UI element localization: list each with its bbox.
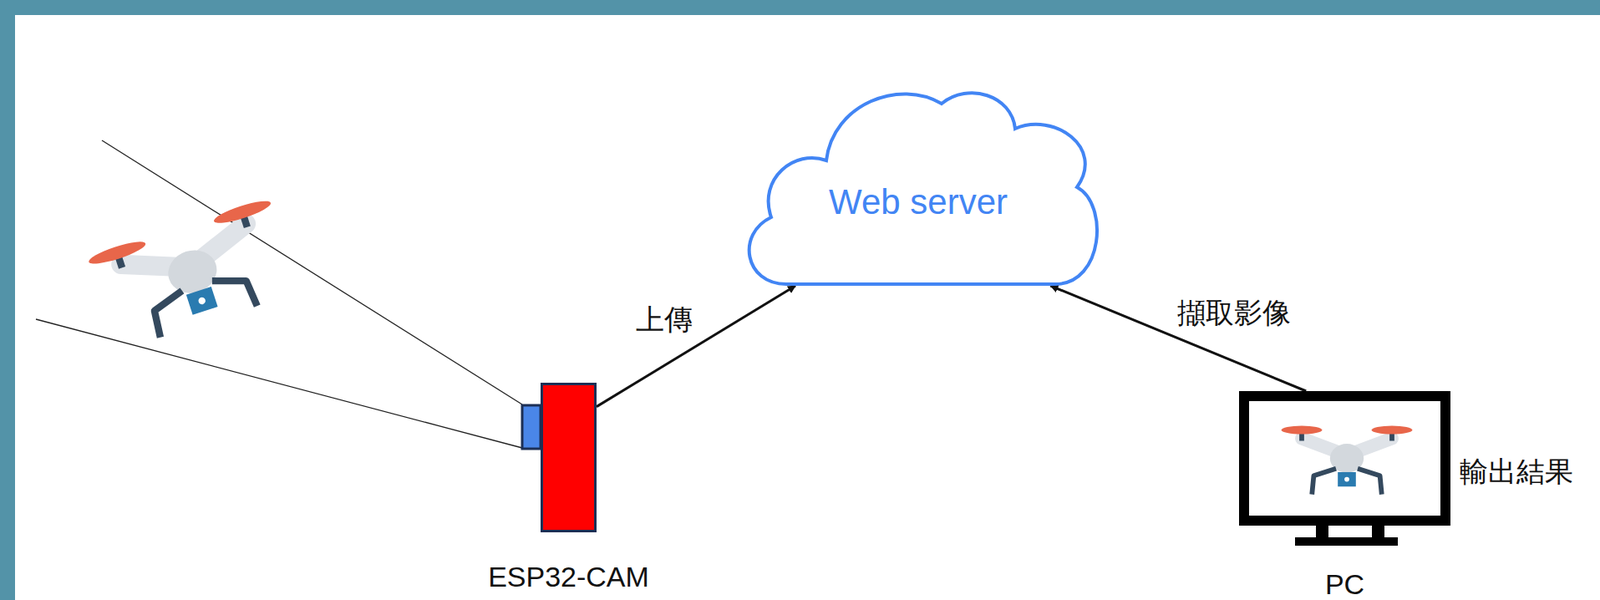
upload-arrow: [1050, 285, 1306, 392]
camera-module: ESP32-CAM: [540, 382, 597, 533]
device-name: PC: [1325, 568, 1365, 600]
device-name: ESP32-CAM: [487, 560, 650, 594]
cloud-outline: [734, 76, 1103, 286]
edge-label: 擷取影像: [1174, 294, 1294, 333]
cloud-node: Web server: [734, 76, 1103, 286]
edge-label: 上傳: [633, 300, 696, 340]
output-note: 輸出結果: [1457, 452, 1576, 492]
monitor-node: PC: [1239, 391, 1451, 526]
upload-arrow: [596, 285, 796, 407]
server-name: Web server: [828, 182, 1008, 223]
